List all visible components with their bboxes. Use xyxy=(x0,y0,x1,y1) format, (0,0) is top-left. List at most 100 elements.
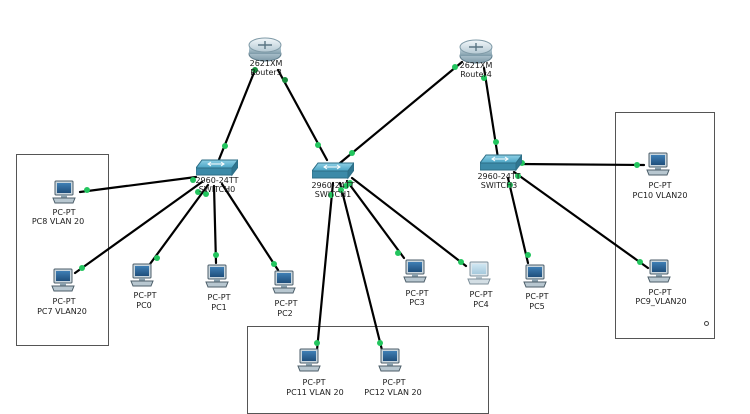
port-light xyxy=(338,187,344,193)
cable-switch3-pc10 xyxy=(516,162,646,167)
pc4-name: PC4 xyxy=(473,300,489,309)
router-icon xyxy=(459,39,493,64)
port-light xyxy=(195,189,201,195)
port-light xyxy=(222,143,228,149)
router3[interactable] xyxy=(248,36,282,62)
pc-icon xyxy=(647,259,671,283)
switch1[interactable] xyxy=(311,160,355,180)
switch0[interactable] xyxy=(195,157,239,177)
cable-switch1-pc12 xyxy=(338,181,384,352)
port-light xyxy=(525,252,531,258)
pc0-type: PC-PT xyxy=(133,291,157,300)
port-light xyxy=(507,182,513,188)
pc11-name: PC11 VLAN 20 xyxy=(286,388,344,397)
cable-switch1-pc4 xyxy=(350,176,468,268)
port-light xyxy=(213,252,219,258)
pc1-type: PC-PT xyxy=(207,293,231,302)
cable-switch0-pc7 xyxy=(73,180,204,275)
switch0-model: 2960-24TT xyxy=(195,176,239,185)
pc0[interactable] xyxy=(130,263,154,287)
pc8-type: PC-PT xyxy=(52,208,76,217)
pc5[interactable] xyxy=(523,264,547,288)
port-light xyxy=(458,259,464,265)
pc9[interactable] xyxy=(647,259,671,283)
port-light xyxy=(328,192,334,198)
router3-model: 2621XM xyxy=(249,59,283,68)
pc-icon xyxy=(205,264,229,288)
cable-switch3-pc9 xyxy=(512,170,650,270)
pc2-type: PC-PT xyxy=(274,299,298,308)
port-light xyxy=(634,162,640,168)
pc-icon xyxy=(403,259,427,283)
pc10[interactable] xyxy=(646,152,670,176)
pc5-name: PC5 xyxy=(529,302,545,311)
cable-switch3-pc5 xyxy=(506,176,530,265)
pc-icon xyxy=(646,152,670,176)
port-light xyxy=(515,173,521,179)
cable-switch0-pc1 xyxy=(212,184,218,265)
port-light xyxy=(252,67,258,73)
port-light xyxy=(315,142,321,148)
pc9-type: PC-PT xyxy=(648,288,672,297)
pc7-type: PC-PT xyxy=(52,297,76,306)
router3-name: Router3 xyxy=(250,68,282,77)
port-light xyxy=(190,177,196,183)
pc10-type: PC-PT xyxy=(648,181,672,190)
switch-icon xyxy=(195,158,239,177)
pc11-type: PC-PT xyxy=(302,378,326,387)
pc-icon xyxy=(523,264,547,288)
pc8-name: PC8 VLAN 20 xyxy=(31,217,85,226)
port-light xyxy=(154,255,160,261)
switch-icon xyxy=(479,153,523,172)
pc11[interactable] xyxy=(297,348,321,372)
switch3-name: SWITCH3 xyxy=(480,181,518,190)
port-light xyxy=(347,180,353,186)
switch0-name: SWITCH0 xyxy=(198,185,236,194)
pc4[interactable] xyxy=(467,261,491,285)
cable-router4-switch1 xyxy=(338,60,464,165)
pc9-name: PC9_VLAN20 xyxy=(635,297,687,306)
vlan20-right-area xyxy=(615,112,715,339)
port-light xyxy=(271,261,277,267)
pc3-name: PC3 xyxy=(409,298,425,307)
switch-icon xyxy=(311,161,355,180)
router4-model: 2621XM xyxy=(459,61,493,70)
pc-icon xyxy=(467,261,491,285)
pc12[interactable] xyxy=(378,348,402,372)
area-resize-handle[interactable] xyxy=(704,321,709,326)
pc-icon xyxy=(272,270,296,294)
cable-switch0-pc2 xyxy=(220,182,280,272)
cable-switch0-pc8 xyxy=(78,175,198,194)
pc1[interactable] xyxy=(205,264,229,288)
port-light xyxy=(452,64,458,70)
port-light xyxy=(79,265,85,271)
pc3[interactable] xyxy=(403,259,427,283)
pc1-name: PC1 xyxy=(211,303,227,312)
pc3-type: PC-PT xyxy=(405,289,429,298)
port-light xyxy=(377,340,383,346)
pc8[interactable] xyxy=(52,180,76,204)
pc10-name: PC10 VLAN20 xyxy=(632,191,688,200)
pc12-name: PC12 VLAN 20 xyxy=(364,388,422,397)
pc2-name: PC2 xyxy=(277,309,293,318)
pc2[interactable] xyxy=(272,270,296,294)
pc7-name: PC7 VLAN20 xyxy=(37,307,87,316)
port-light xyxy=(203,191,209,197)
switch3[interactable] xyxy=(479,152,523,172)
router4[interactable] xyxy=(459,38,493,64)
switch1-name: SWITCH1 xyxy=(314,190,352,199)
port-light xyxy=(314,340,320,346)
pc12-type: PC-PT xyxy=(382,378,406,387)
pc7[interactable] xyxy=(51,268,75,292)
switch1-model: 2960-24TT xyxy=(311,181,355,190)
router4-name: Router4 xyxy=(460,70,492,79)
pc4-type: PC-PT xyxy=(469,290,493,299)
pc-icon xyxy=(130,263,154,287)
pc-icon xyxy=(297,348,321,372)
cable-switch0-pc0 xyxy=(148,183,210,266)
pc-icon xyxy=(52,180,76,204)
cable-switch1-pc3 xyxy=(345,179,406,260)
cable-switch1-pc11 xyxy=(315,181,335,352)
